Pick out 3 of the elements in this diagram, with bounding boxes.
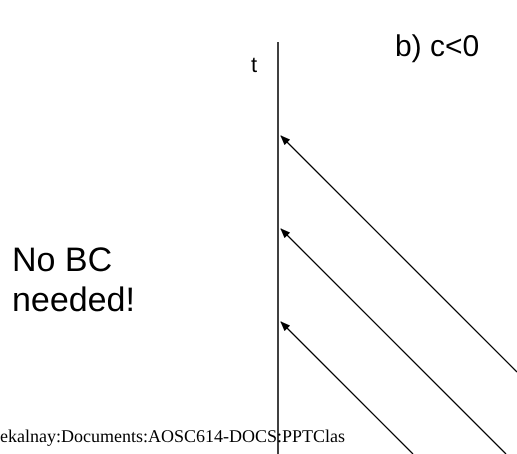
panel-title: b) c<0 [395, 30, 480, 64]
note-text: No BC needed! [12, 240, 136, 320]
axis-label: t [251, 52, 258, 78]
